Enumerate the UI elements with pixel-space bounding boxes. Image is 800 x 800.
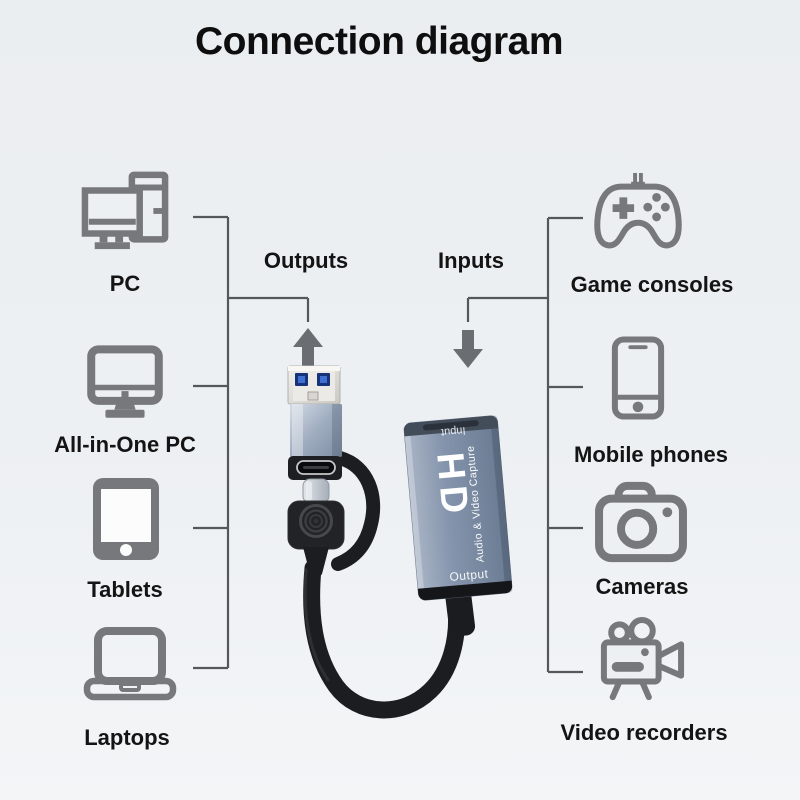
inputs-label: Inputs — [438, 248, 504, 273]
usb-adapter-body — [290, 404, 342, 457]
tablet-icon — [93, 478, 159, 560]
usb-c-plug — [302, 478, 330, 504]
output-port-label: Output — [449, 567, 489, 584]
plug-grip-emblem — [287, 500, 345, 578]
left-bus-line — [193, 215, 310, 670]
camera-icon — [596, 482, 686, 562]
all-in-one-pc-label: All-in-One PC — [54, 432, 196, 457]
mobile-phones-label: Mobile phones — [574, 442, 728, 467]
video-recorders-label: Video recorders — [560, 720, 728, 745]
laptop-icon — [84, 628, 176, 700]
page-title: Connection diagram — [194, 20, 564, 63]
mobile-phone-icon — [612, 336, 664, 420]
laptops-label: Laptops — [84, 725, 170, 750]
usb-a-connector — [287, 365, 341, 405]
down-arrow-icon — [453, 330, 483, 368]
capture-box: Input HD Audio & Video Capture Output — [403, 415, 513, 601]
capture-device-photo: Input HD Audio & Video Capture Output — [287, 365, 513, 719]
all-in-one-pc-icon — [85, 344, 165, 418]
cable-loop — [331, 451, 381, 571]
right-bus-line — [466, 216, 583, 674]
cameras-label: Cameras — [595, 574, 689, 599]
game-consoles-label: Game consoles — [570, 272, 734, 297]
input-port-label: Input — [441, 424, 466, 438]
video-camera-icon — [594, 618, 690, 702]
pc-label: PC — [109, 271, 141, 296]
usb-cable — [303, 559, 466, 719]
hd-logo: HD — [428, 451, 476, 521]
outputs-label: Outputs — [263, 248, 349, 273]
desktop-pc-icon — [83, 170, 169, 250]
up-arrow-icon — [293, 328, 323, 366]
gamepad-icon — [592, 172, 684, 256]
usb-c-port — [288, 456, 342, 480]
tablets-label: Tablets — [87, 577, 163, 602]
